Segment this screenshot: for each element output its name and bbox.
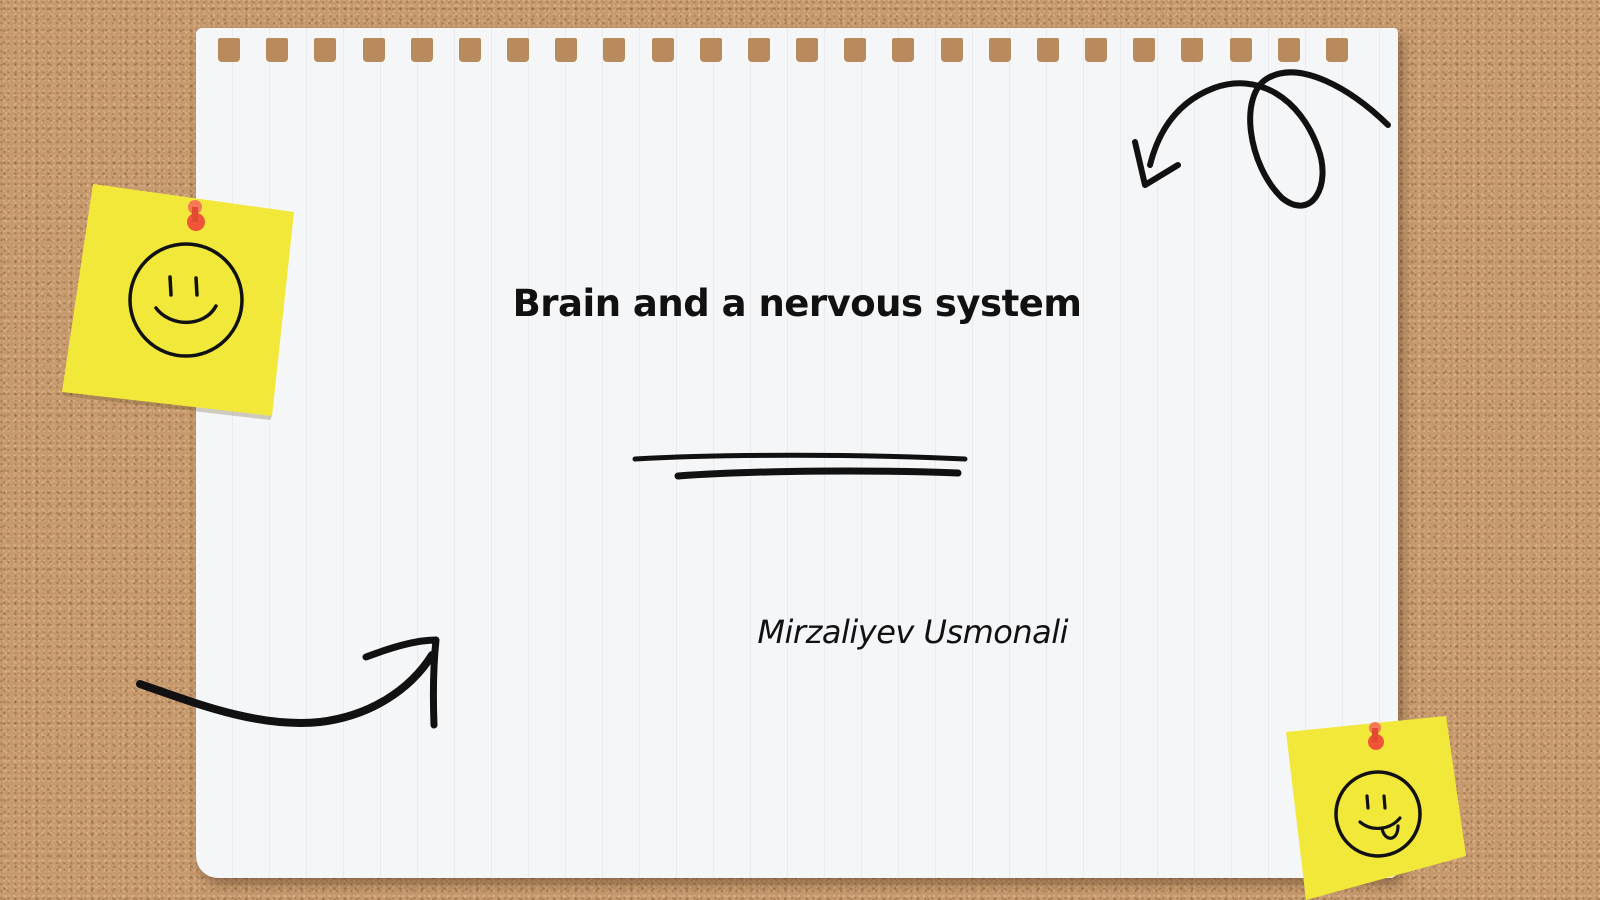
pin-icon	[1368, 722, 1384, 750]
tongue-out-face-icon	[1334, 770, 1422, 858]
notebook-paper	[196, 28, 1398, 878]
pin-icon	[187, 200, 205, 231]
author-name: Mirzaliyev Usmonali	[757, 613, 1068, 651]
sticky-note-bottom-right	[1286, 716, 1466, 900]
spiral-holes	[218, 38, 1348, 64]
sticky-note-top-left	[62, 184, 294, 420]
smiley-face-icon	[128, 242, 244, 358]
slide-title: Brain and a nervous system	[512, 282, 1082, 325]
